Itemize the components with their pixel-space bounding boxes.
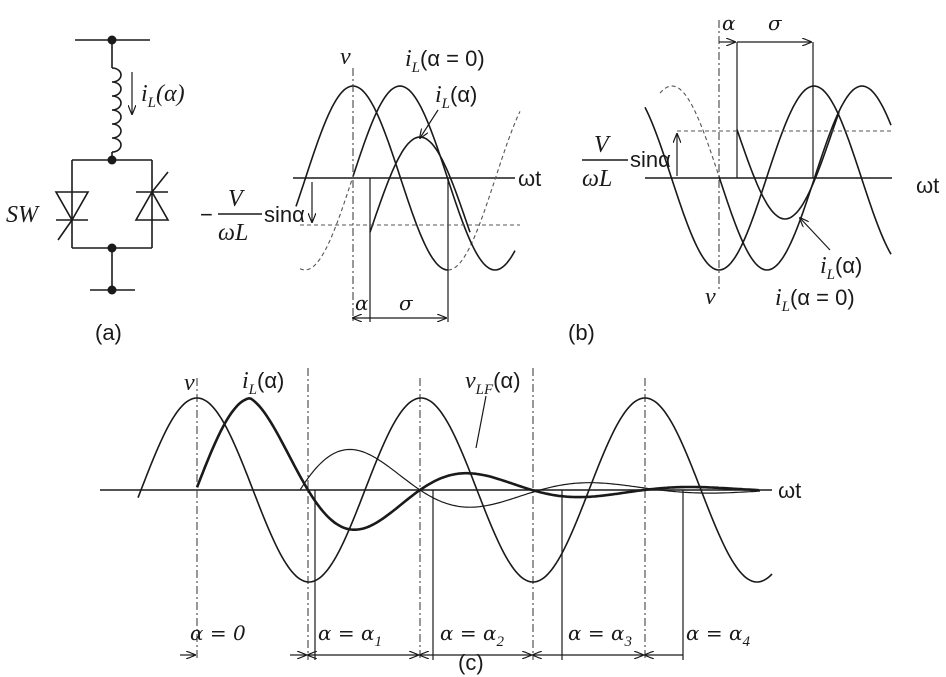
b-right-voltage-wave — [644, 85, 892, 271]
c-interval-label-3: α = α3 — [568, 621, 632, 650]
thyristor-left — [54, 191, 90, 241]
b-left-offset-expression: − V ωL sinα — [200, 186, 305, 246]
b-left-dashed-voltage-ext — [447, 111, 521, 271]
b-left-alpha-label: α — [355, 291, 369, 315]
svg-text:ωL: ωL — [582, 166, 612, 192]
b-left-il-pointer — [420, 109, 439, 138]
c-interval-label-0: α = 0 — [190, 621, 246, 645]
b-right-il0-label: iL(α = 0) — [775, 285, 855, 315]
b-right-alpha-label: α — [722, 11, 736, 35]
b-right-axis-label: ωt — [916, 173, 939, 198]
b-right-dashed-ext-1 — [659, 85, 719, 174]
c-vlf-label: vLF(α) — [465, 368, 521, 398]
c-interval-label-4: α = α4 — [686, 621, 751, 650]
c-v-label: v — [184, 370, 195, 396]
c-vlf-pointer — [475, 395, 487, 449]
b-left-dashed-current-ext — [299, 179, 353, 271]
switch-label: SW — [6, 202, 40, 228]
c-interval-label-1: α = α1 — [318, 621, 382, 650]
b-left-v-label: v — [340, 44, 351, 70]
b-right-il-label: iL(α) — [820, 253, 862, 283]
panel-c: v iL(α) vLF(α) ωt α = 0 α = α1 α = α2 α = α… — [100, 368, 801, 675]
caption-b: (b) — [568, 320, 595, 345]
b-right-current-alpha0-wave — [718, 85, 892, 271]
b-left-voltage-wave — [295, 85, 449, 271]
c-axis-label: ωt — [778, 478, 801, 503]
c-lf-component-wave — [299, 448, 761, 508]
current-label-a: iL(α) — [141, 81, 185, 111]
svg-text:sinα: sinα — [630, 147, 671, 172]
b-right-il-pointer — [800, 218, 831, 251]
c-interval-labels: α = 0 α = α1 α = α2 α = α3 α = α4 — [190, 621, 751, 650]
c-voltage-wave — [137, 397, 773, 583]
c-current-wave — [195, 396, 760, 531]
svg-text:sinα: sinα — [264, 202, 305, 227]
b-left-il0-label: iL(α = 0) — [405, 46, 485, 76]
caption-a: (a) — [95, 320, 122, 345]
inductor-coil — [111, 67, 122, 153]
b-right-current-alpha-wave — [736, 111, 840, 220]
svg-text:ωL: ωL — [218, 220, 248, 246]
b-left-current-alpha0-wave — [352, 85, 516, 271]
caption-c: (c) — [458, 650, 484, 675]
panel-a-circuit: iL(α) SW (a) — [6, 35, 185, 345]
c-il-label: iL(α) — [242, 368, 284, 398]
c-interval-label-2: α = α2 — [440, 621, 505, 650]
b-left-sigma-label: σ — [399, 291, 414, 315]
svg-text:−: − — [200, 202, 213, 227]
b-left-current-alpha-wave — [369, 136, 471, 233]
b-right-offset-expression: V ωL sinα — [582, 132, 671, 192]
panel-b-left: v iL(α = 0) iL(α) ωt − V ωL sinα α σ — [200, 44, 541, 322]
b-left-il-label: iL(α) — [435, 82, 477, 112]
thyristor-right — [134, 171, 170, 221]
panel-b-right: α σ V ωL sinα ωt v iL(α) iL(α = 0) (b) — [568, 11, 939, 345]
b-left-axis-label: ωt — [518, 166, 541, 191]
b-right-sigma-label: σ — [768, 11, 783, 35]
b-right-v-label: v — [705, 284, 716, 310]
svg-text:V: V — [594, 132, 611, 158]
svg-text:V: V — [228, 186, 245, 212]
